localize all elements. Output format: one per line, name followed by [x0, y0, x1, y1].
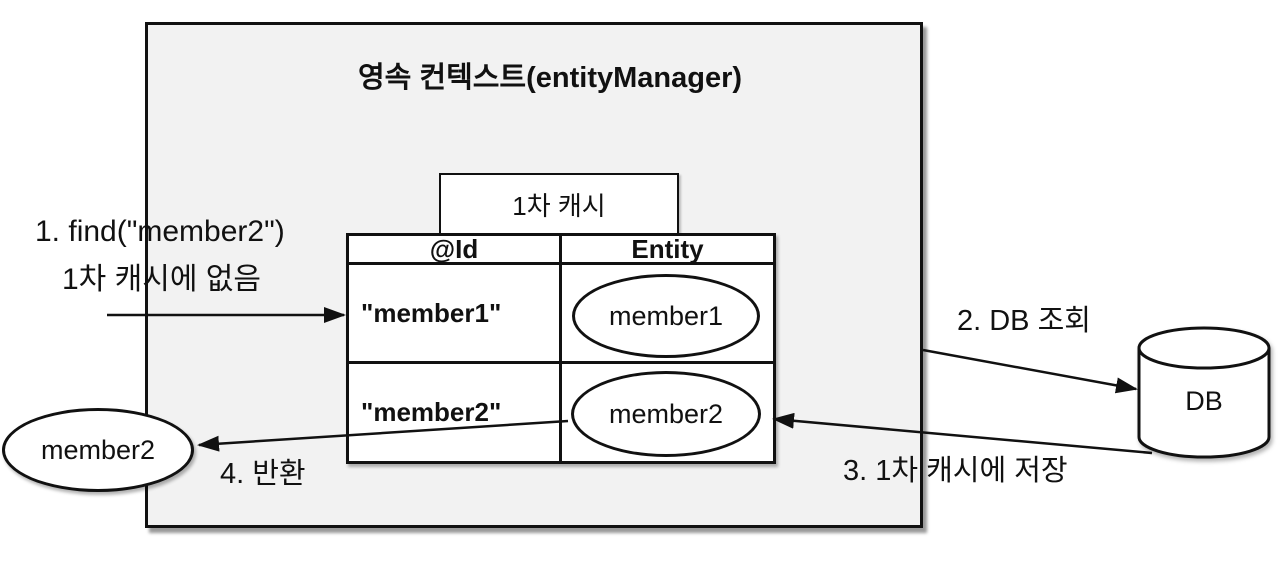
table-header-id: @Id: [349, 236, 562, 265]
table-cell-entity-member1: [562, 265, 773, 364]
entity-ellipse-member2: member2: [571, 371, 761, 457]
arrow-step2-db-lookup: [922, 348, 1138, 394]
table-cell-id-member2: "member2": [349, 364, 562, 461]
returned-entity-label: member2: [40, 434, 156, 465]
table-header-entity: Entity: [562, 236, 773, 265]
persistence-context-title: 영속 컨텍스트(entityManager): [357, 62, 743, 94]
db-cylinder-top: [1137, 326, 1271, 370]
table-cell-id-member1: "member1": [349, 265, 562, 364]
db-cylinder: DB: [1137, 326, 1271, 459]
first-level-cache-label-box: 1차 캐시: [439, 173, 679, 235]
step3-store-cache-label: 3. 1차 캐시에 저장: [843, 455, 1068, 487]
db-cylinder-body: [1137, 348, 1271, 459]
first-level-cache-label: 1차 캐시: [512, 190, 606, 221]
step1-cache-miss-label: 1차 캐시에 없음: [62, 263, 261, 296]
entity-ellipse-member1: member1: [572, 274, 760, 358]
entity-ellipse-member2-label: member2: [608, 398, 724, 429]
entity-ellipse-member1-label: member1: [608, 300, 724, 331]
db-label: DB: [1185, 386, 1223, 416]
step2-db-lookup-label: 2. DB 조회: [957, 305, 1091, 337]
step1-find-label: 1. find("member2"): [35, 215, 285, 248]
step4-return-label: 4. 반환: [220, 458, 306, 490]
returned-entity-ellipse: member2: [2, 408, 194, 492]
